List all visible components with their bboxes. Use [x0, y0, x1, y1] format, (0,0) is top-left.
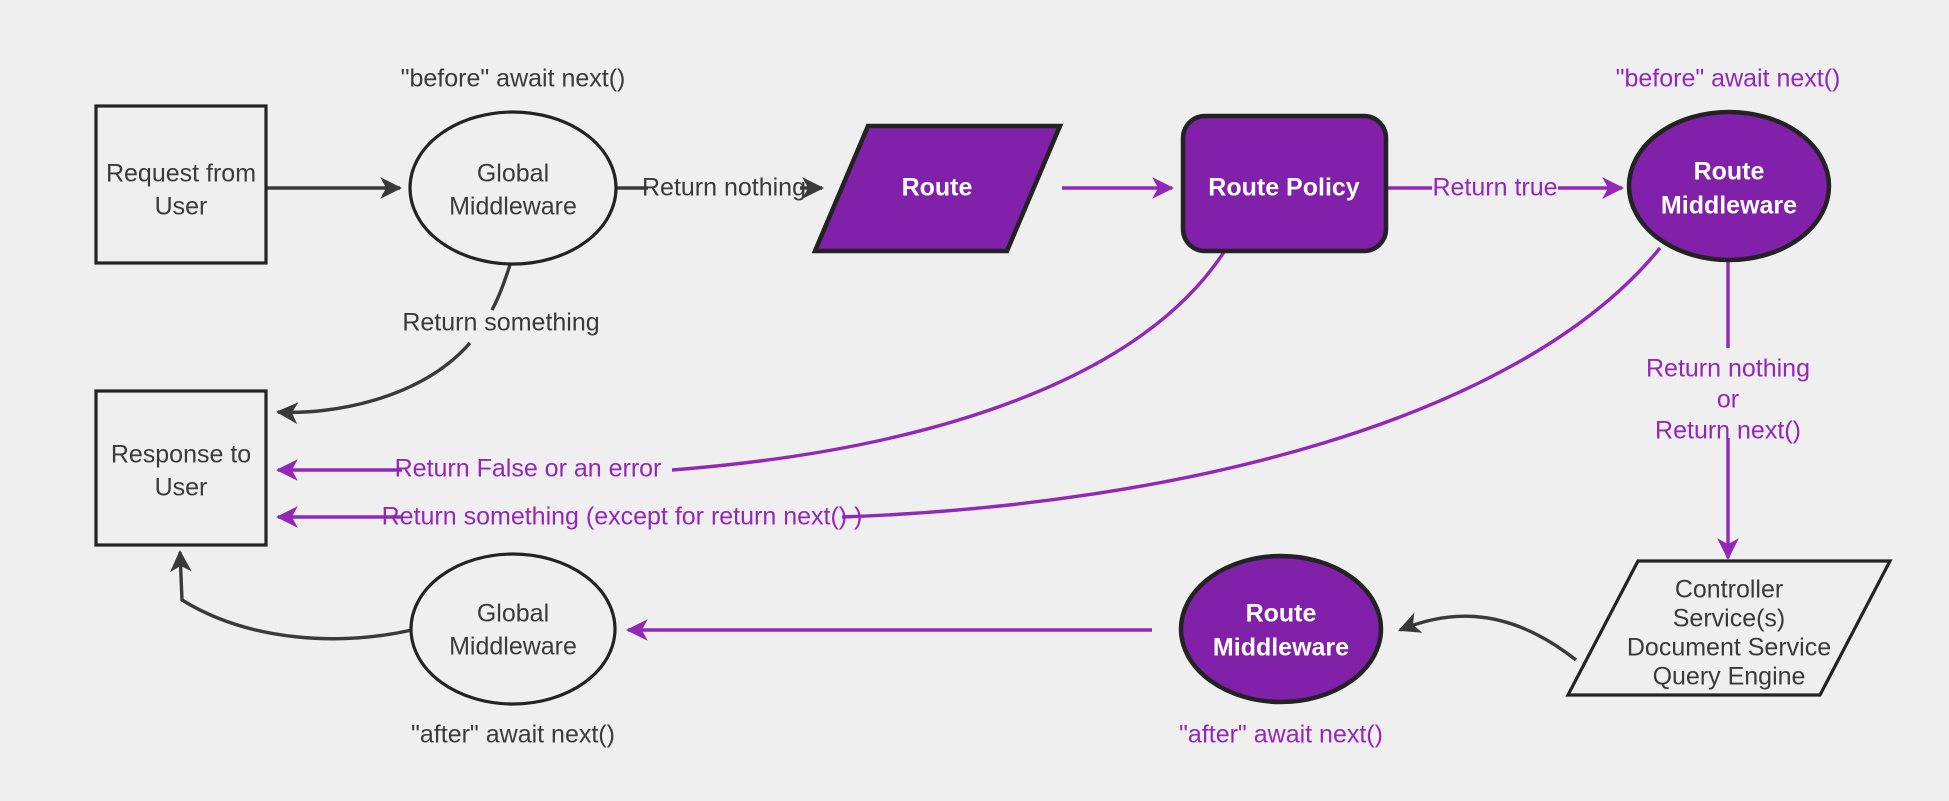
- edge-label-return-false-or-error: Return False or an error: [395, 455, 662, 483]
- edge-label-return-nothing: Return nothing: [642, 174, 806, 202]
- response-to-user-label-line2: User: [155, 474, 208, 502]
- edge-label-return-something-except-next: Return something (except for return next…: [382, 503, 863, 531]
- response-to-user-label-line1: Response to: [111, 441, 251, 469]
- global-middleware-bottom-shape: [409, 552, 617, 706]
- route-middleware-bottom-label-line2: Middleware: [1213, 634, 1349, 662]
- edge-label-return-something-to-response: [276, 341, 472, 425]
- request-from-user-label-line2: User: [155, 193, 208, 221]
- response-to-user-shape: [94, 389, 268, 547]
- global-middleware-bottom-label-line2: Middleware: [449, 633, 577, 661]
- global-middleware-bottom-label-line1: Global: [477, 600, 549, 628]
- annotation-before-await-next-route: "before" await next(): [1616, 65, 1841, 93]
- node-route[interactable]: Route: [811, 123, 1064, 254]
- node-route-middleware-top[interactable]: Route Middleware: [1626, 109, 1832, 263]
- route-middleware-top-label-line1: Route: [1694, 158, 1765, 186]
- controller-stack-shape: [1565, 559, 1893, 697]
- node-global-middleware-bottom[interactable]: Global Middleware: [409, 552, 617, 706]
- annotation-after-await-next-route: "after" await next(): [1179, 721, 1383, 749]
- edge-global-middleware-bottom-to-response: [169, 550, 413, 641]
- edge-global-middleware-to-label-return-something: [490, 258, 514, 311]
- request-from-user-label-line1: Request from: [106, 160, 256, 188]
- controller-stack-label-line2: Service(s): [1673, 605, 1786, 633]
- edge-label-return-nothing-or-next-line3: Return next(): [1655, 417, 1801, 445]
- controller-stack-label-line4: Query Engine: [1653, 663, 1806, 691]
- edge-route-policy-to-label-return-false: [671, 251, 1226, 472]
- route-policy-shape: [1180, 113, 1389, 254]
- controller-stack-label-line1: Controller: [1675, 576, 1783, 604]
- global-middleware-top-shape: [408, 110, 618, 266]
- edge-label-return-nothing-or-next-line1: Return nothing: [1646, 355, 1810, 383]
- route-shape: [811, 123, 1064, 254]
- route-middleware-top-label-line2: Middleware: [1661, 192, 1797, 220]
- route-label: Route: [902, 174, 973, 202]
- node-route-middleware-bottom[interactable]: Route Middleware: [1178, 553, 1384, 705]
- global-middleware-top-label-line1: Global: [477, 160, 549, 188]
- edge-route-middleware-to-label-return-something-except: [841, 246, 1662, 519]
- annotation-before-await-next-global: "before" await next(): [401, 65, 626, 93]
- node-global-middleware-top[interactable]: Global Middleware: [408, 110, 618, 266]
- route-policy-label: Route Policy: [1208, 174, 1360, 202]
- node-request-from-user[interactable]: Request from User: [94, 104, 268, 265]
- edge-label-return-something-top: Return something: [402, 309, 599, 337]
- request-from-user-shape: [94, 104, 268, 265]
- edge-label-return-nothing-or-next-line2: or: [1717, 386, 1739, 414]
- route-middleware-top-shape: [1626, 109, 1832, 263]
- node-route-policy[interactable]: Route Policy: [1180, 113, 1389, 254]
- edge-label-return-true: Return true: [1432, 174, 1557, 202]
- node-controller-stack[interactable]: Controller Service(s) Document Service Q…: [1565, 559, 1893, 697]
- route-middleware-bottom-shape: [1178, 553, 1384, 705]
- edge-controller-to-route-middleware-bottom: [1398, 612, 1578, 662]
- node-response-to-user[interactable]: Response to User: [94, 389, 268, 547]
- annotation-after-await-next-global: "after" await next(): [411, 721, 615, 749]
- controller-stack-label-line3: Document Service: [1627, 634, 1831, 662]
- global-middleware-top-label-line2: Middleware: [449, 193, 577, 221]
- route-middleware-bottom-label-line1: Route: [1246, 600, 1317, 628]
